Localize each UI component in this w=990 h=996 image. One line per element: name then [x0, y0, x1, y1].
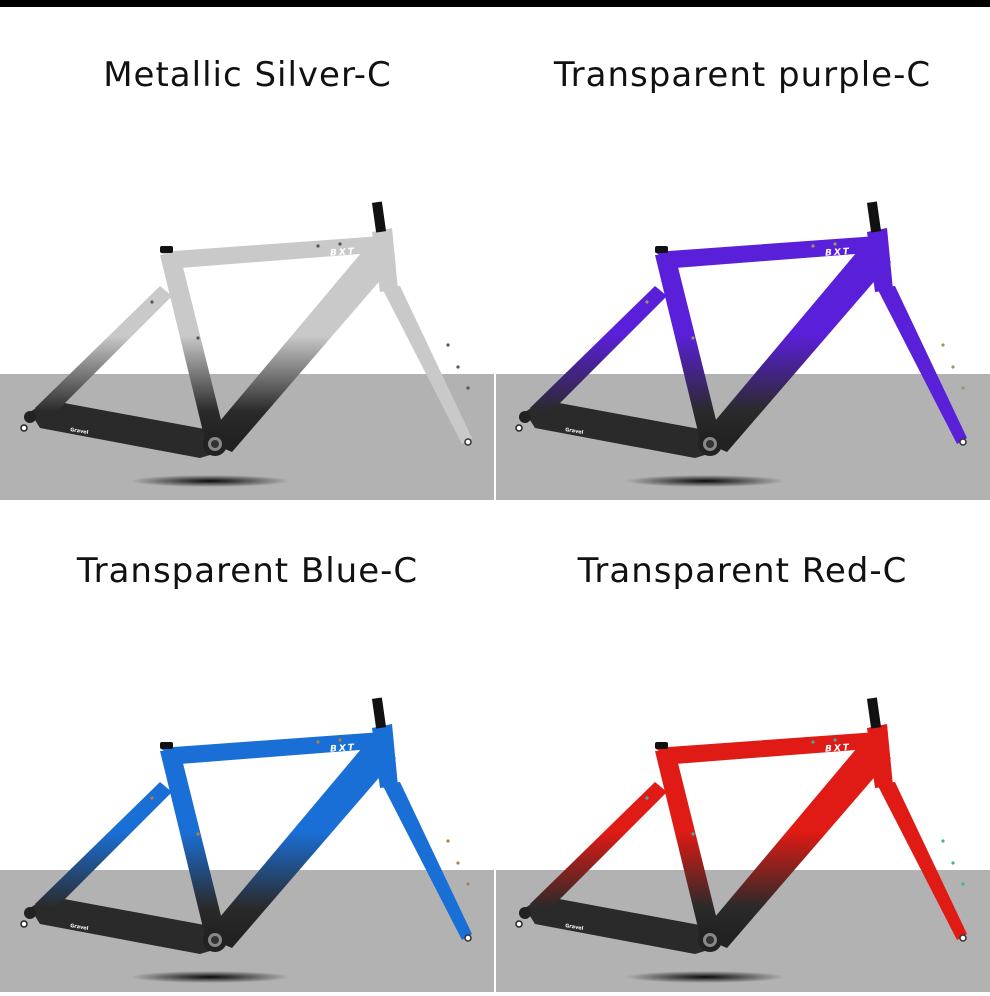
panel-divider [494, 374, 496, 500]
brand-logo: BXT [330, 247, 357, 259]
brand-logo: BXT [825, 247, 852, 259]
model-label: Gravel [70, 427, 89, 436]
color-option-title: Transparent purple-C [553, 55, 932, 95]
color-option-transparent-blue: Transparent Blue-C BXT Gravel [0, 496, 495, 992]
model-label: Gravel [70, 923, 89, 932]
bike-frame-image: BXT Gravel [20, 697, 472, 983]
color-option-title: Transparent Red-C [577, 551, 908, 591]
color-option-title: Metallic Silver-C [103, 55, 392, 95]
brand-logo: BXT [330, 743, 357, 755]
panel-divider [494, 870, 496, 996]
bike-frame-image: BXT Gravel [515, 697, 967, 983]
brand-logo: BXT [825, 743, 852, 755]
color-option-title: Transparent Blue-C [76, 551, 419, 591]
color-option-transparent-red: Transparent Red-C BXT Gravel [495, 496, 990, 992]
color-option-metallic-silver: Metallic Silver-C BXT Gravel [0, 0, 495, 500]
bike-frame-image: BXT Gravel [515, 201, 967, 487]
model-label: Gravel [565, 923, 584, 932]
top-black-bar [0, 0, 990, 7]
model-label: Gravel [565, 427, 584, 436]
color-option-transparent-purple: Transparent purple-C BXT Gravel [495, 0, 990, 500]
bike-frame-image: BXT Gravel [20, 201, 472, 487]
